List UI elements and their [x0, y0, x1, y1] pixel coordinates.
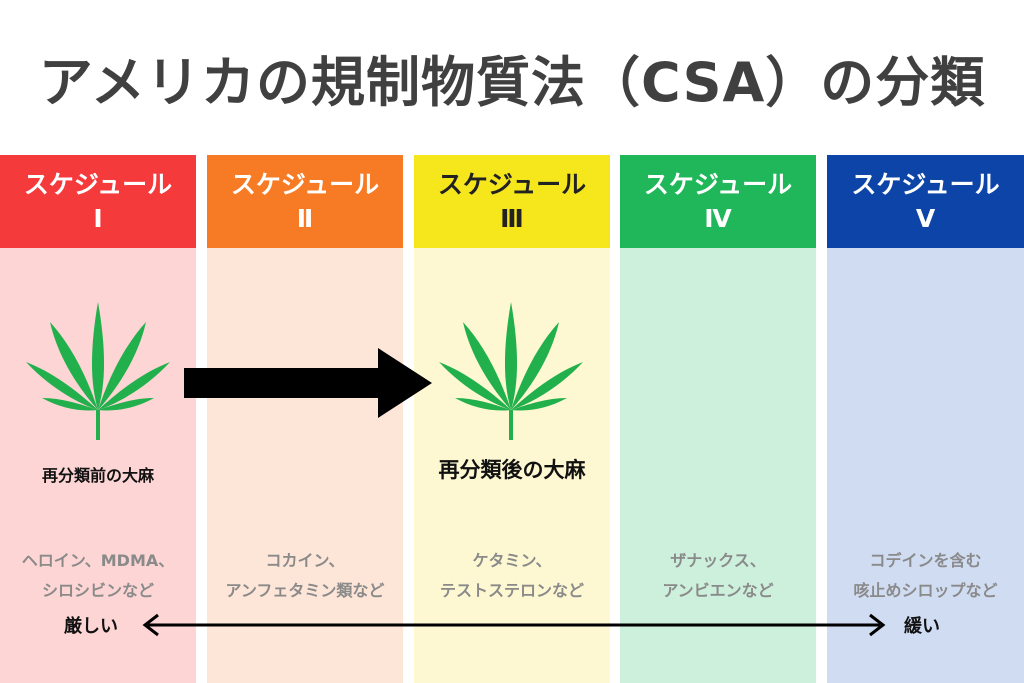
example-line: アンフェタミン類など [225, 581, 385, 600]
before-reclassification-label: 再分類前の大麻 [41, 466, 154, 485]
schedule-column: スケジュール Ⅰ ヘロイン、MDMA、シロシビンなど [0, 155, 196, 683]
cannabis-leaf-icon [26, 302, 170, 440]
schedule-examples: ザナックス、アンビエンなど [620, 546, 816, 606]
example-line: シロシビンなど [41, 581, 154, 600]
schedule-label: スケジュール [851, 169, 1000, 199]
schedule-numeral: Ⅲ [500, 203, 524, 233]
lenient-label: 緩い [904, 616, 940, 637]
example-line: テストステロンなど [439, 581, 584, 600]
schedule-header: スケジュール Ⅳ [620, 155, 816, 248]
example-line: ザナックス、 [670, 551, 766, 570]
strict-label: 厳しい [64, 616, 118, 637]
after-reclassification-label: 再分類後の大麻 [438, 458, 586, 482]
schedule-examples: ヘロイン、MDMA、シロシビンなど [0, 546, 196, 606]
schedule-body: コデインを含む咳止めシロップなど [827, 248, 1024, 683]
schedule-numeral: Ⅰ [93, 203, 103, 233]
schedule-label: スケジュール [23, 169, 173, 199]
schedule-numeral: Ⅱ [296, 203, 314, 233]
strictness-axis-arrow [142, 613, 886, 637]
cannabis-leaf-icon [439, 302, 583, 440]
schedule-body: ヘロイン、MDMA、シロシビンなど [0, 248, 196, 683]
schedule-column: スケジュール Ⅲ ケタミン、テストステロンなど [414, 155, 610, 683]
schedule-label: スケジュール [230, 169, 380, 199]
example-line: 咳止めシロップなど [853, 581, 998, 600]
schedule-header: スケジュール Ⅱ [207, 155, 403, 248]
schedule-examples: ケタミン、テストステロンなど [414, 546, 610, 606]
example-line: コカイン、 [265, 551, 345, 570]
example-line: ケタミン、 [472, 551, 552, 570]
schedule-examples: コカイン、アンフェタミン類など [207, 546, 403, 606]
example-line: アンビエンなど [662, 581, 774, 600]
schedule-header: スケジュール Ⅲ [414, 155, 610, 248]
reclassification-arrow [184, 348, 432, 418]
schedule-examples: コデインを含む咳止めシロップなど [827, 546, 1024, 606]
schedule-numeral: Ⅳ [704, 203, 732, 233]
schedule-label: スケジュール [643, 169, 793, 199]
schedule-column: スケジュール Ⅴ コデインを含む咳止めシロップなど [827, 155, 1024, 683]
schedule-numeral: Ⅴ [915, 203, 936, 233]
schedule-body: ザナックス、アンビエンなど [620, 248, 816, 683]
schedule-body: コカイン、アンフェタミン類など [207, 248, 403, 683]
schedule-column: スケジュール Ⅱ コカイン、アンフェタミン類など [207, 155, 403, 683]
example-line: ヘロイン、MDMA、 [21, 551, 175, 570]
example-line: コデインを含む [869, 551, 982, 570]
page-title: アメリカの規制物質法（CSA）の分類 [38, 51, 986, 114]
schedule-column: スケジュール Ⅳ ザナックス、アンビエンなど [620, 155, 816, 683]
schedule-label: スケジュール [437, 169, 587, 199]
schedule-header: スケジュール Ⅴ [827, 155, 1024, 248]
schedule-header: スケジュール Ⅰ [0, 155, 196, 248]
